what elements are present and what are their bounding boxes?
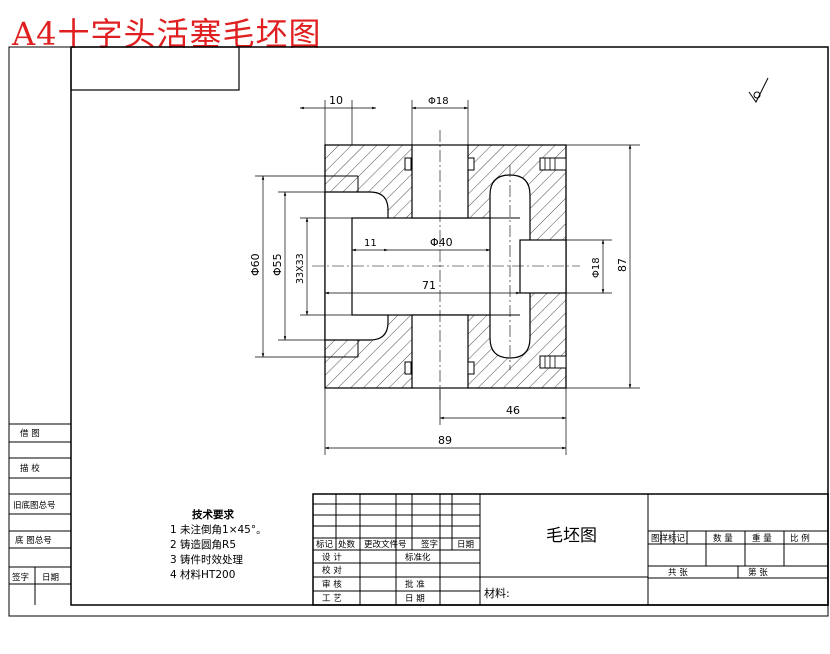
dim-33x33: 33X33: [295, 253, 306, 284]
tb-mark: 标记: [316, 539, 334, 550]
dim-87: 87: [616, 258, 629, 272]
dimension-lines: [255, 100, 640, 455]
dim-46: 46: [506, 404, 520, 417]
code-box: [70, 46, 240, 91]
dim-phi60: Φ60: [249, 253, 262, 276]
stamp-sign: 签字: [12, 572, 29, 583]
dim-phi55: Φ55: [271, 253, 284, 276]
tb-process: 工 艺: [322, 594, 342, 604]
stamp-date: 日期: [42, 573, 59, 583]
tech-note-item: 4 材料HT200: [170, 569, 236, 581]
tb-standardize: 标准化: [405, 552, 431, 563]
dimension-texts: 10 Φ18 Φ40 11 71 46 89 87 Φ18 Φ60 Φ55 33…: [249, 94, 629, 447]
tech-notes: 技术要求 1 未注倒角1×45°。 2 铸造圆角R5 3 铸件时效处理 4 材料…: [170, 508, 267, 583]
tb-total-sheets: 共 张: [668, 568, 688, 578]
tech-notes-heading: 技术要求: [192, 509, 234, 521]
tb-weight: 重 量: [752, 533, 772, 544]
tech-note-item: 3 铸件时效处理: [170, 554, 244, 566]
tb-quantity: 数 量: [713, 533, 733, 544]
stamp-old-base-no: 旧底图总号: [13, 500, 56, 511]
dim-71: 71: [422, 279, 436, 292]
stud-bottom-left: [404, 361, 412, 375]
drawing-name: 毛坯图: [546, 526, 597, 546]
dim-89: 89: [438, 434, 452, 447]
stamp-borrow: 借 图: [20, 428, 40, 439]
dim-phi40: Φ40: [430, 236, 453, 249]
tb-sign: 签字: [421, 539, 438, 550]
tb-review: 审 核: [322, 579, 342, 590]
center-bore: [351, 217, 503, 316]
tb-scale: 比 例: [790, 533, 810, 544]
dim-10: 10: [329, 94, 343, 107]
tb-design: 设 计: [322, 552, 342, 563]
tb-date: 日期: [457, 540, 474, 550]
tb-check: 校 对: [322, 565, 342, 576]
stamp-base-no: 底 图总号: [15, 535, 52, 546]
tech-note-item: 1 未注倒角1×45°。: [170, 524, 267, 536]
tb-approve: 批 准: [405, 579, 425, 590]
dim-11: 11: [364, 238, 377, 249]
tb-change-doc: 更改文件号: [364, 539, 407, 550]
roughness-symbol: [748, 77, 769, 103]
stud-bottom-right: [467, 361, 475, 375]
tb-sheet-no: 第 张: [748, 567, 768, 578]
tech-note-item: 2 铸造圆角R5: [170, 539, 236, 551]
stud-top-left: [404, 157, 412, 171]
dim-phi18-right: Φ18: [591, 257, 602, 278]
tb-date-2: 日 期: [405, 594, 425, 604]
part-section-view: [312, 130, 580, 400]
title-block: [312, 493, 829, 606]
stamp-trace-check: 描 校: [20, 463, 40, 474]
right-hole: [519, 239, 567, 294]
left-stamp-block: [9, 423, 71, 605]
dim-phi18-top: Φ18: [428, 96, 449, 107]
tb-material-label: 材料:: [484, 586, 510, 600]
tb-count: 处数: [338, 539, 356, 550]
stud-top-right: [467, 157, 475, 171]
tb-stage-mark: 图样标记: [651, 533, 686, 544]
